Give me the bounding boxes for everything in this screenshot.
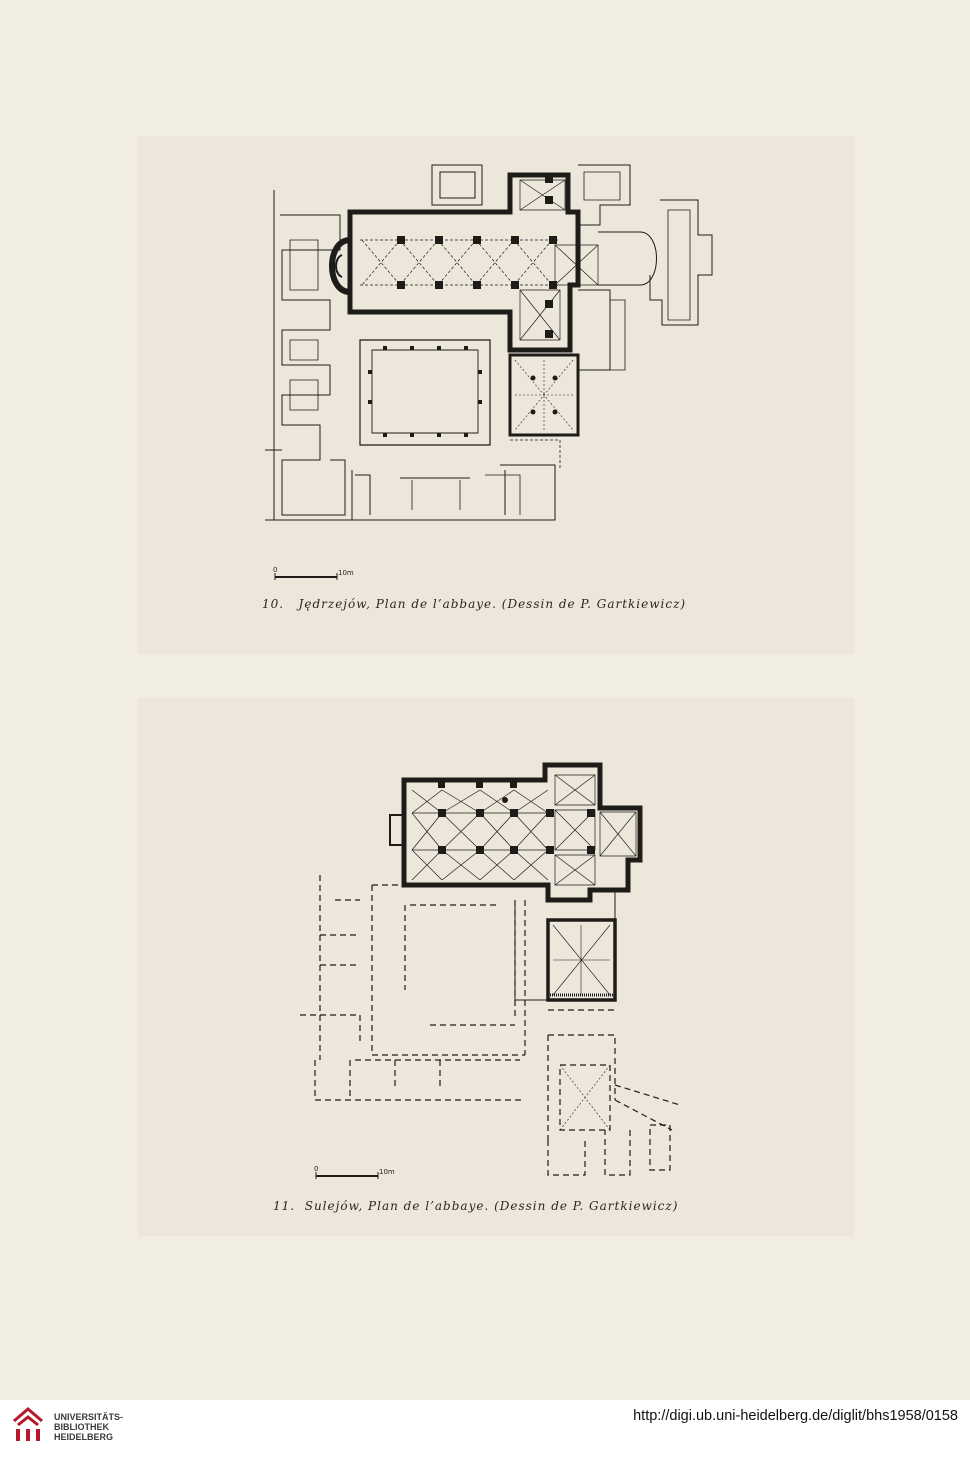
scale-end-11: 10m <box>379 1168 395 1176</box>
logo-line-1: UNIVERSITÄTS- <box>54 1412 124 1422</box>
logo-line-3: HEIDELBERG <box>54 1432 114 1442</box>
footer-bar: UNIVERSITÄTS- BIBLIOTHEK HEIDELBERG http… <box>0 1400 970 1465</box>
page: 0 10m <box>0 0 970 1400</box>
source-url-link[interactable]: http://digi.ub.uni-heidelberg.de/diglit/… <box>633 1408 958 1424</box>
figure-caption-text-10: Jędrzejów, Plan de l’abbaye. (Dessin de … <box>298 597 687 611</box>
figure-caption-11: 11. Sulejów, Plan de l’abbaye. (Dessin d… <box>273 1199 678 1213</box>
figure-caption-10: 10. Jędrzejów, Plan de l’abbaye. (Dessin… <box>262 597 686 611</box>
plan-drawings: 0 10m <box>265 164 713 1179</box>
figure-caption-text-11: Sulejów, Plan de l’abbaye. (Dessin de P.… <box>304 1199 679 1213</box>
scale-bar-11: 0 10m <box>314 1165 395 1179</box>
plate-figure-11 <box>138 698 854 1236</box>
scale-start-10: 0 <box>273 566 277 574</box>
library-logo-text: UNIVERSITÄTS- BIBLIOTHEK HEIDELBERG <box>54 1412 123 1442</box>
plate-figure-10 <box>138 136 854 654</box>
plan-jedrzejow <box>265 164 713 521</box>
plan-sulejow <box>300 762 681 1176</box>
figure-number-11: 11. <box>273 1199 296 1213</box>
scale-end-10: 10m <box>338 569 354 577</box>
scale-bar-10: 0 10m <box>273 566 354 580</box>
scale-start-11: 0 <box>314 1165 318 1173</box>
figure-number-10: 10. <box>262 597 285 611</box>
logo-line-2: BIBLIOTHEK <box>54 1422 109 1432</box>
library-logo-icon <box>13 1407 43 1441</box>
